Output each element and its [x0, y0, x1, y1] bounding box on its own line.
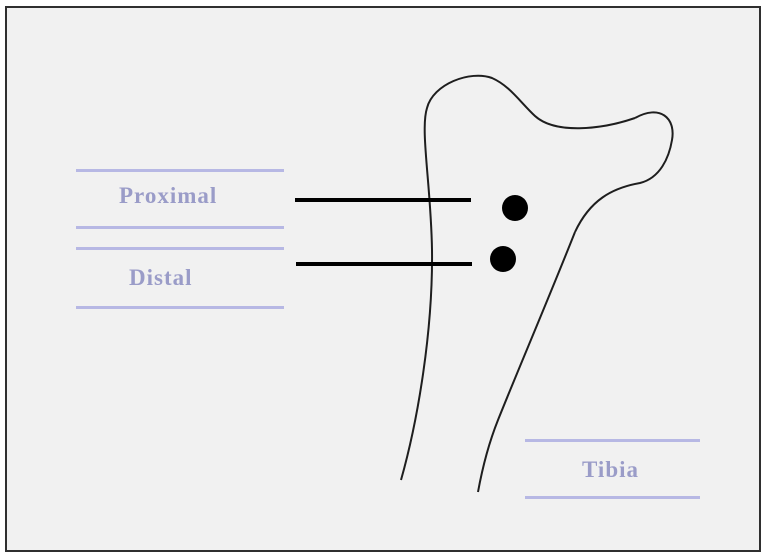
- tibia-outline-right: [478, 232, 575, 492]
- distal-rule-top: [76, 247, 284, 250]
- distal-marker: [490, 246, 516, 272]
- distal-rule-bottom: [76, 306, 284, 309]
- proximal-rule-top: [76, 169, 284, 172]
- tibia-outline-left: [401, 76, 635, 480]
- tibia-outline-condyle: [575, 112, 673, 232]
- proximal-marker: [502, 195, 528, 221]
- tibia-label: Tibia: [582, 457, 639, 483]
- proximal-rule-bottom: [76, 226, 284, 229]
- distal-label: Distal: [129, 265, 193, 291]
- tibia-rule-top: [525, 439, 700, 442]
- proximal-label: Proximal: [119, 183, 217, 209]
- tibia-rule-bottom: [525, 496, 700, 499]
